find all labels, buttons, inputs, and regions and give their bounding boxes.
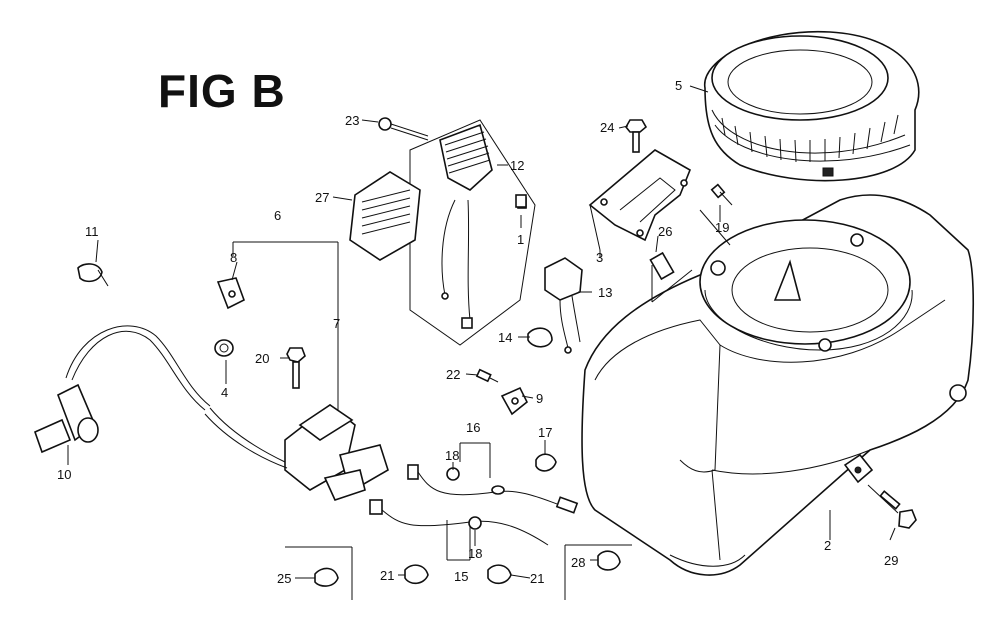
callout-11: 11 <box>85 224 99 239</box>
callout-23: 23 <box>345 113 359 128</box>
part-12-regulator <box>378 117 536 346</box>
callout-18-upper: 18 <box>445 448 459 463</box>
callout-3: 3 <box>596 250 603 265</box>
part-24-bolt <box>625 119 648 153</box>
leader-lines <box>67 85 896 579</box>
callout-29: 29 <box>884 553 898 568</box>
callout-28: 28 <box>571 555 585 570</box>
callout-22: 22 <box>446 367 460 382</box>
part-11-clip <box>77 263 109 287</box>
callout-21-right: 21 <box>530 571 544 586</box>
callout-6: 6 <box>274 208 281 223</box>
callout-5: 5 <box>675 78 682 93</box>
callout-14: 14 <box>498 330 512 345</box>
part-25-clip <box>285 546 353 600</box>
callout-26: 26 <box>658 224 672 239</box>
part-13-coil <box>527 257 583 354</box>
part-26-pin <box>649 251 693 303</box>
part-3-bracket <box>588 149 692 251</box>
part-28-clip <box>564 544 632 600</box>
callout-2: 2 <box>824 538 831 553</box>
part-22-screw <box>475 368 499 383</box>
figure-title: FIG B <box>158 65 286 117</box>
callout-1: 1 <box>517 232 524 247</box>
part-16-harness <box>407 442 579 514</box>
callout-9: 9 <box>536 391 543 406</box>
callout-17: 17 <box>538 425 552 440</box>
callout-4: 4 <box>221 385 228 400</box>
part-2-shroud <box>581 194 975 576</box>
part-6-ignition-coil <box>34 241 389 501</box>
callout-25: 25 <box>277 571 291 586</box>
part-27-module <box>349 171 421 261</box>
callout-16: 16 <box>466 420 480 435</box>
callout-21-left: 21 <box>380 568 394 583</box>
callout-18-lower: 18 <box>468 546 482 561</box>
part-29-bolt <box>867 484 917 529</box>
callout-27: 27 <box>315 190 329 205</box>
callout-13: 13 <box>598 285 612 300</box>
callout-10: 10 <box>57 467 71 482</box>
callout-8: 8 <box>230 250 237 265</box>
callout-12: 12 <box>510 158 524 173</box>
callout-24: 24 <box>600 120 614 135</box>
part-9-clip <box>500 386 529 416</box>
part-19-screw <box>710 183 733 206</box>
callout-7: 7 <box>333 316 340 331</box>
callout-15: 15 <box>454 569 468 584</box>
part-5-cover <box>704 30 920 182</box>
callout-20: 20 <box>255 351 269 366</box>
part-15-harness <box>369 499 549 585</box>
callout-labels: 5 24 23 27 12 1 3 26 19 13 14 22 9 11 6 … <box>57 78 898 586</box>
callout-19: 19 <box>715 220 729 235</box>
part-1-nut <box>515 194 527 208</box>
